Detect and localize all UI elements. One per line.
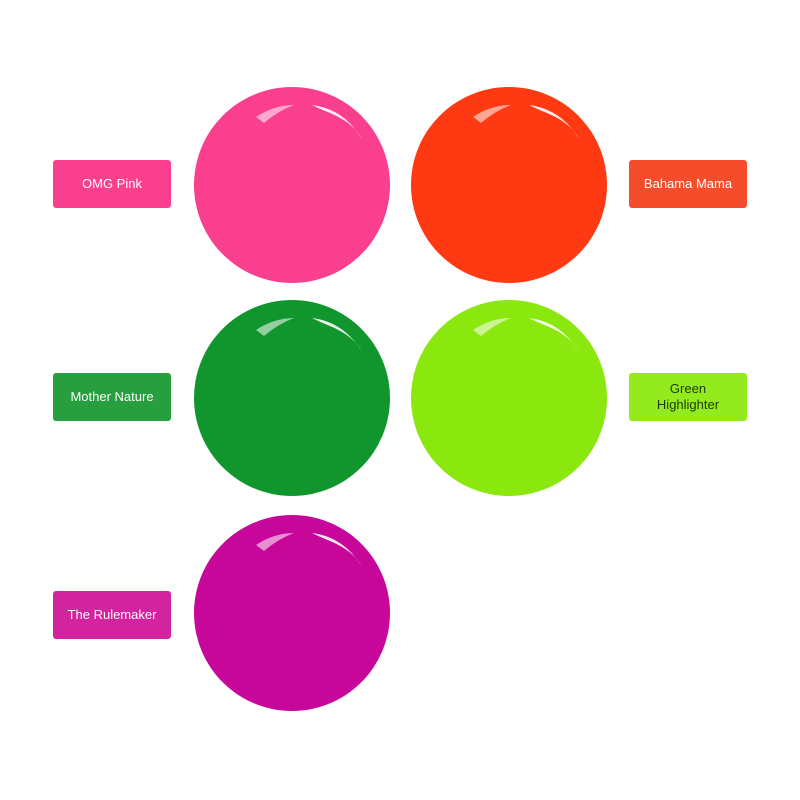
color-name: The Rulemaker bbox=[67, 607, 157, 622]
color-label-green-highlighter: Green Highlighter bbox=[629, 373, 747, 421]
color-swatch-bahama-mama bbox=[411, 87, 607, 283]
color-label-the-rulemaker: The Rulemaker bbox=[53, 591, 171, 639]
color-label-mother-nature: Mother Nature bbox=[53, 373, 171, 421]
color-label-bahama-mama: Bahama Mama bbox=[629, 160, 747, 208]
color-swatch-omg-pink bbox=[194, 87, 390, 283]
color-name: Green Highlighter bbox=[656, 381, 720, 412]
gloss-highlight-icon bbox=[473, 318, 579, 352]
gloss-highlight-icon bbox=[256, 105, 362, 139]
color-name: Mother Nature bbox=[70, 389, 154, 404]
color-name: OMG Pink bbox=[82, 176, 142, 191]
gloss-highlight-icon bbox=[256, 533, 362, 567]
color-swatch-the-rulemaker bbox=[194, 515, 390, 711]
color-swatch-green-highlighter bbox=[411, 300, 607, 496]
color-swatch-mother-nature bbox=[194, 300, 390, 496]
color-label-omg-pink: OMG Pink bbox=[53, 160, 171, 208]
gloss-highlight-icon bbox=[256, 318, 362, 352]
gloss-highlight-icon bbox=[473, 105, 579, 139]
color-name: Bahama Mama bbox=[643, 176, 733, 191]
